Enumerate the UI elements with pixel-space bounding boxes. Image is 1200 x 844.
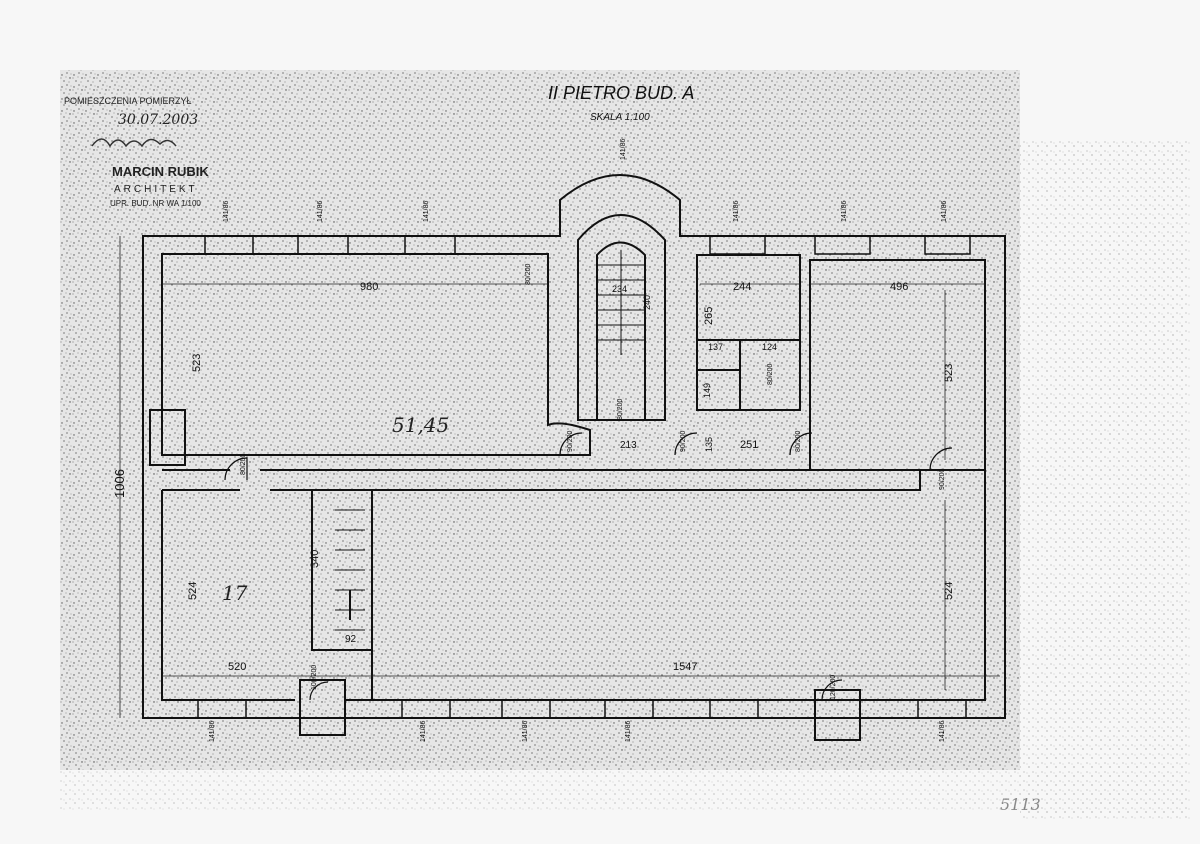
dim-small-h1: 149 [702,383,712,398]
window-label: 141/86 [223,200,230,222]
walls [142,174,1006,741]
windows-bottom [197,699,967,719]
window-label: 141/86 [423,200,430,222]
window-label: 141/86 [733,200,740,222]
dim-room-b-width: 251 [740,439,758,451]
window-label: 141/86 [841,200,848,222]
wc-block [696,254,801,411]
dim-bottom-left-width: 520 [228,661,246,673]
corridor-wall [162,469,921,491]
dim-total-height: 1006 [112,469,127,498]
dim-small-w2: 124 [762,342,777,352]
door-label: 80/200 [767,363,774,385]
inner-wall-upper-left [161,253,591,456]
door-label: 80/200 [525,263,532,285]
dim-room-a-width: 244 [733,281,751,293]
window-label: 141/86 [625,720,632,742]
staircase-shell [577,214,666,421]
dim-stair-width: 234 [612,284,627,294]
window-labels: 141/86 141/86 141/86 141/86 141/86 141/86 141/… [209,138,948,742]
outer-wall [142,174,1006,719]
plan-scale: SKALA 1:100 [590,112,650,123]
door-label: 90/200 [680,430,687,452]
window-label: 141/86 [522,720,529,742]
stamp-profession: ARCHITEKT [114,184,198,195]
door-label: 80/200 [617,398,624,420]
room-bottom-right-wall [371,469,986,701]
windows-top [204,235,971,255]
window-label: 141/86 [620,138,627,160]
dim-right-height-bottom: 524 [943,582,955,600]
wc-partitions [697,339,800,410]
stair-treads [335,250,645,631]
stamp-date: 30.07.2003 [118,112,198,128]
exit-vestibule [814,689,861,741]
window-label: 141/86 [209,720,216,742]
dim-small-w1: 137 [708,342,723,352]
dim-stair-height: 240 [642,295,652,310]
dim-left-height-top: 523 [191,354,203,372]
window-label: 141/86 [941,200,948,222]
stamp-measured-by: POMIESZCZENIA POMIERZYŁ [64,96,192,106]
photocopy-speckle-right [1020,140,1190,820]
dim-right-height-top: 523 [943,364,955,382]
door-label: 80/200 [795,430,802,452]
stair2-wall [311,490,372,651]
dimension-labels: 980 234 240 244 265 496 523 523 1006 137… [112,281,955,673]
corner-pencil-mark: 5113 [1000,795,1041,814]
door-label: 90/200 [567,430,574,452]
chimney-block [149,409,186,466]
dim-corridor-width: 213 [620,440,637,451]
stamp-name: MARCIN RUBIK [112,164,209,179]
door-label: 120/200 [830,675,837,700]
photocopy-background [60,70,1020,770]
window-label: 141/86 [939,720,946,742]
dim-corridor-height: 135 [704,437,714,452]
door-labels: 80/200 90/200 90/200 80/200 80/200 80/200 90/2… [240,263,946,700]
dimension-lines [119,236,1000,718]
door-label: 90/200 [939,468,946,490]
photocopy-speckle-bottom [60,770,1020,810]
door-swings [224,432,953,701]
dim-room-a-height: 265 [703,307,715,325]
room-bottom-left-wall [161,490,372,701]
dim-top-right-width: 496 [890,281,908,293]
window-label: 141/86 [420,720,427,742]
dim-stair2-width: 92 [345,634,357,645]
dim-left-height-bottom: 524 [187,582,199,600]
plan-title: II PIETRO BUD. A [548,83,694,103]
room-area-main: 51,45 [392,413,449,437]
stamp-license: UPR. BUD. NR WA 1/100 [110,199,201,208]
window-label: 141/86 [317,200,324,222]
dim-bottom-right-width: 1547 [673,661,697,673]
staircase-inner [596,241,646,420]
dim-stair2-height: 340 [309,550,321,568]
door-label: 80/200 [240,453,247,475]
signature-icon [91,138,177,148]
door-label: 100/200 [311,665,318,690]
entry-vestibule [299,679,346,736]
room-label-sw: 17 [222,581,248,605]
architect-stamp: POMIESZCZENIA POMIERZYŁ 30.07.2003 MARCI… [64,96,209,208]
dim-top-left-width: 980 [360,281,378,293]
